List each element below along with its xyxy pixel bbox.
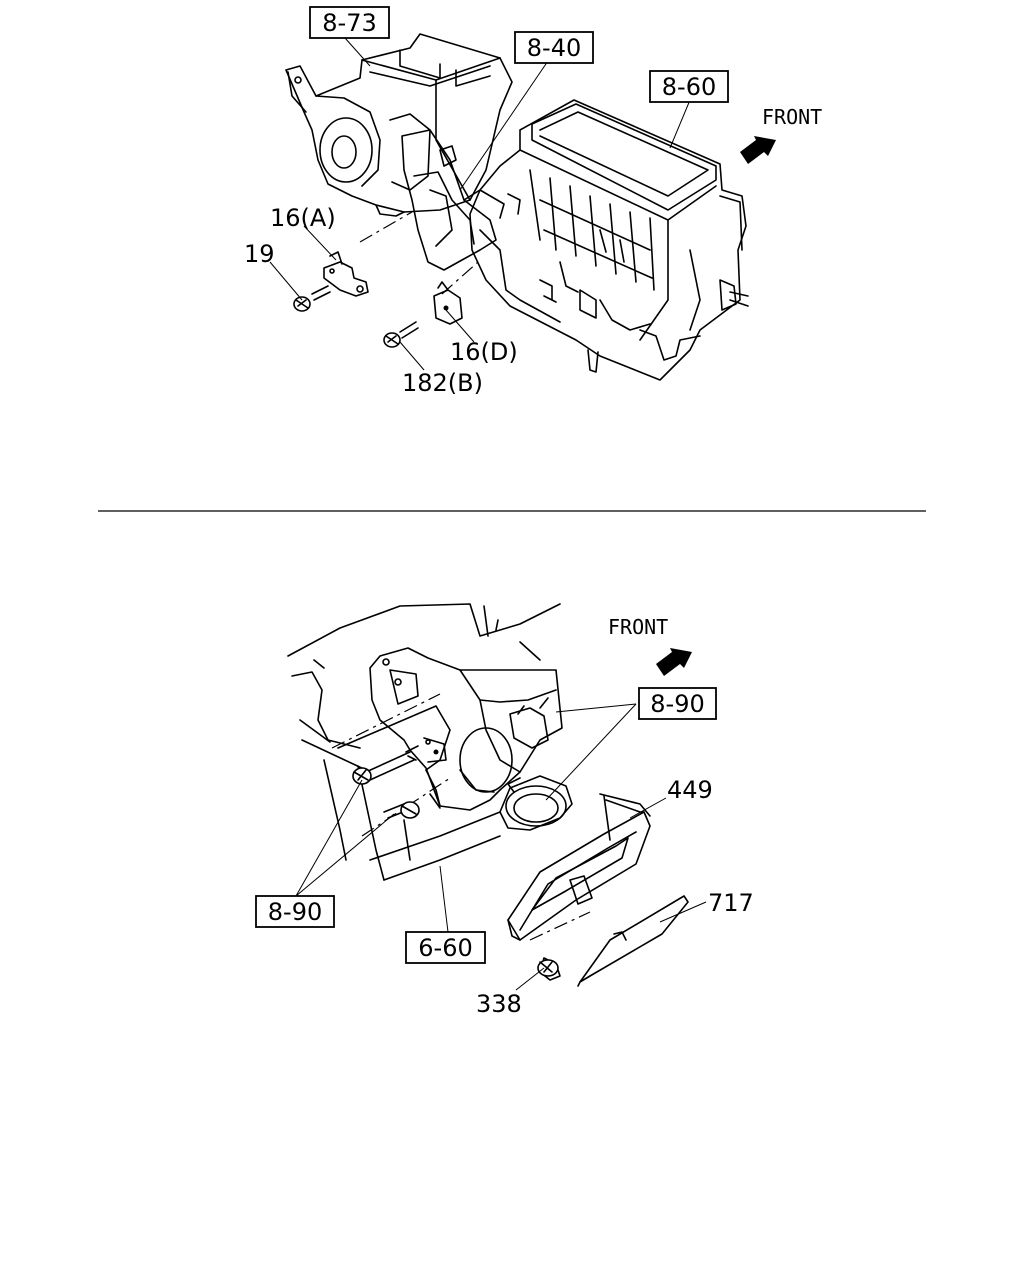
screw-182b xyxy=(383,321,419,348)
front-arrow-icon xyxy=(656,648,692,676)
leader-8-40 xyxy=(459,57,551,191)
bracket-16d xyxy=(433,281,463,325)
screw-upper xyxy=(352,751,415,785)
part-16a-label: 16(A) xyxy=(270,204,336,232)
part-449-label: 449 xyxy=(667,776,713,804)
filter-housing-449 xyxy=(507,793,651,941)
front-arrow-icon xyxy=(740,136,776,164)
ref-8-40-label: 8-40 xyxy=(527,34,581,62)
bracket-16a xyxy=(323,251,369,297)
centerline-338 xyxy=(529,911,591,941)
dashboard-structure xyxy=(287,603,561,881)
screw-19 xyxy=(293,285,331,312)
leader-8-90-top-b xyxy=(545,703,637,801)
heater-unit xyxy=(469,99,749,381)
leader-8-60 xyxy=(669,99,691,149)
leader-8-90-bottom-a xyxy=(295,779,363,897)
leader-8-73 xyxy=(344,37,371,67)
clip-338 xyxy=(537,957,561,981)
part-19-label: 19 xyxy=(244,240,275,268)
leader-19 xyxy=(269,261,303,301)
blower-housing xyxy=(337,647,563,811)
leader-182b xyxy=(399,341,425,371)
ref-box-8-60: 8-60 xyxy=(649,70,729,103)
front-label-top: FRONT xyxy=(762,105,822,129)
leader-16d xyxy=(445,309,475,343)
ref-6-60-label: 6-60 xyxy=(418,934,472,962)
leader-338 xyxy=(515,967,545,991)
part-717-label: 717 xyxy=(708,889,754,917)
ref-8-60-label: 8-60 xyxy=(662,73,716,101)
top-diagram: 8-73 8-40 8-60 16(A) 19 16(D) 182(B) FRO… xyxy=(244,6,822,397)
leader-6-60 xyxy=(439,865,449,933)
bottom-diagram: 8-90 8-90 6-60 449 717 338 FRONT xyxy=(255,603,754,1018)
duct-8-40 xyxy=(401,129,505,271)
leader-8-90-top-a xyxy=(555,703,637,713)
part-182b-label: 182(B) xyxy=(402,369,483,397)
leader-449 xyxy=(629,797,667,819)
centerline-19 xyxy=(359,211,413,243)
centerline-lower xyxy=(361,777,451,837)
screw-lower xyxy=(383,801,420,819)
filter-cover-717 xyxy=(577,895,689,987)
blower-unit xyxy=(285,33,513,217)
ref-box-8-90-bottom: 8-90 xyxy=(255,895,335,928)
ref-8-90-top-label: 8-90 xyxy=(650,690,704,718)
ref-box-8-40: 8-40 xyxy=(514,31,594,64)
ref-8-73-label: 8-73 xyxy=(322,9,376,37)
leader-717 xyxy=(659,901,707,923)
duct-adapter-ring xyxy=(499,775,573,831)
part-338-label: 338 xyxy=(476,990,522,1018)
part-16d-label: 16(D) xyxy=(450,338,518,366)
ref-box-8-90-top: 8-90 xyxy=(638,687,717,720)
leader-16a xyxy=(303,225,337,261)
centerline-upper xyxy=(331,693,441,749)
leader-8-90-bottom-b xyxy=(295,813,395,897)
ref-box-8-73: 8-73 xyxy=(309,6,390,39)
ref-box-6-60: 6-60 xyxy=(405,931,486,964)
ref-8-90-bottom-label: 8-90 xyxy=(268,898,322,926)
front-label-bottom: FRONT xyxy=(608,615,668,639)
